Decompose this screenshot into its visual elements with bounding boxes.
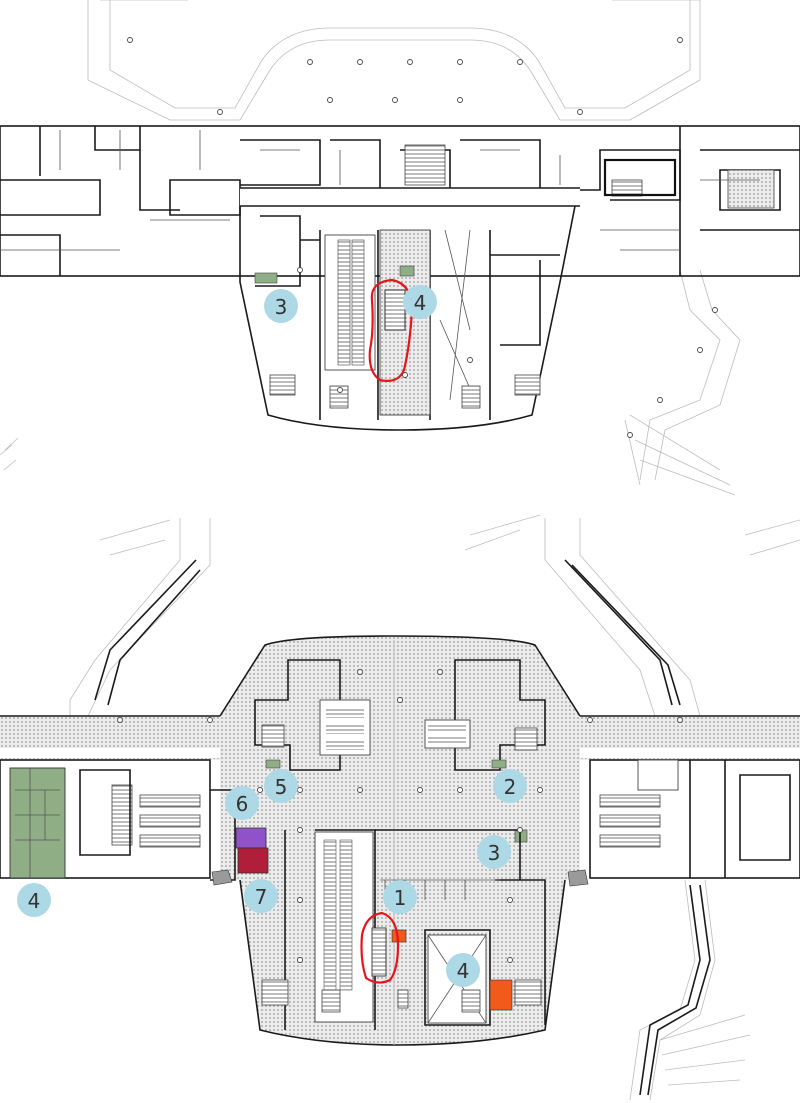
marker-circle — [264, 769, 298, 803]
marker-label: 4 — [414, 291, 427, 315]
marker-lower-2[interactable]: 2 — [493, 769, 527, 803]
marker-label: 5 — [275, 775, 288, 799]
marker-lower-4-right[interactable]: 4 — [446, 953, 480, 987]
marker-circle — [264, 289, 298, 323]
lower-right-wing — [589, 759, 800, 879]
lower-purple-room-6 — [235, 827, 267, 849]
marker-upper-3[interactable]: 3 — [264, 289, 298, 323]
lower-left-wing — [0, 759, 211, 879]
marker-label: 3 — [275, 295, 288, 319]
upper-central-wing — [239, 205, 576, 431]
marker-circle — [244, 879, 278, 913]
marker-label: 4 — [28, 889, 41, 913]
marker-circle — [225, 786, 259, 820]
lower-jetbridge-left — [69, 518, 211, 717]
upper-stair-block — [404, 144, 446, 186]
marker-circle — [446, 953, 480, 987]
upper-pier-outline — [639, 269, 741, 481]
upper-floor-plan — [0, 0, 800, 496]
upper-stair-core — [384, 289, 406, 331]
marker-circle — [493, 769, 527, 803]
marker-label: 7 — [255, 885, 268, 909]
lower-orange-room-4 — [489, 979, 513, 1011]
upper-highlight-circle — [368, 278, 414, 382]
lower-orange-room-1 — [391, 929, 407, 943]
lower-floor-plan — [0, 514, 800, 1101]
upper-green-room — [254, 272, 278, 284]
marker-label: 2 — [504, 775, 517, 799]
marker-lower-5[interactable]: 5 — [264, 769, 298, 803]
marker-lower-1[interactable]: 1 — [383, 880, 417, 914]
upper-columns — [127, 37, 718, 438]
lower-highlight-circle — [360, 911, 400, 984]
lower-pier-outline — [629, 879, 716, 1101]
marker-label: 4 — [457, 959, 470, 983]
marker-lower-7[interactable]: 7 — [244, 879, 278, 913]
lower-columns — [117, 669, 683, 963]
marker-lower-3[interactable]: 3 — [477, 835, 511, 869]
marker-upper-4[interactable]: 4 — [403, 285, 437, 319]
upper-canopy-outline — [87, 0, 701, 121]
marker-circle — [17, 883, 51, 917]
marker-label: 3 — [488, 841, 501, 865]
lower-crimson-room-7 — [237, 847, 269, 874]
marker-lower-4-left[interactable]: 4 — [17, 883, 51, 917]
marker-lower-6[interactable]: 6 — [225, 786, 259, 820]
marker-circle — [477, 835, 511, 869]
marker-circle — [403, 285, 437, 319]
marker-label: 6 — [236, 792, 249, 816]
marker-circle — [383, 880, 417, 914]
marker-label: 1 — [394, 886, 407, 910]
lower-green-room-4 — [9, 767, 66, 879]
